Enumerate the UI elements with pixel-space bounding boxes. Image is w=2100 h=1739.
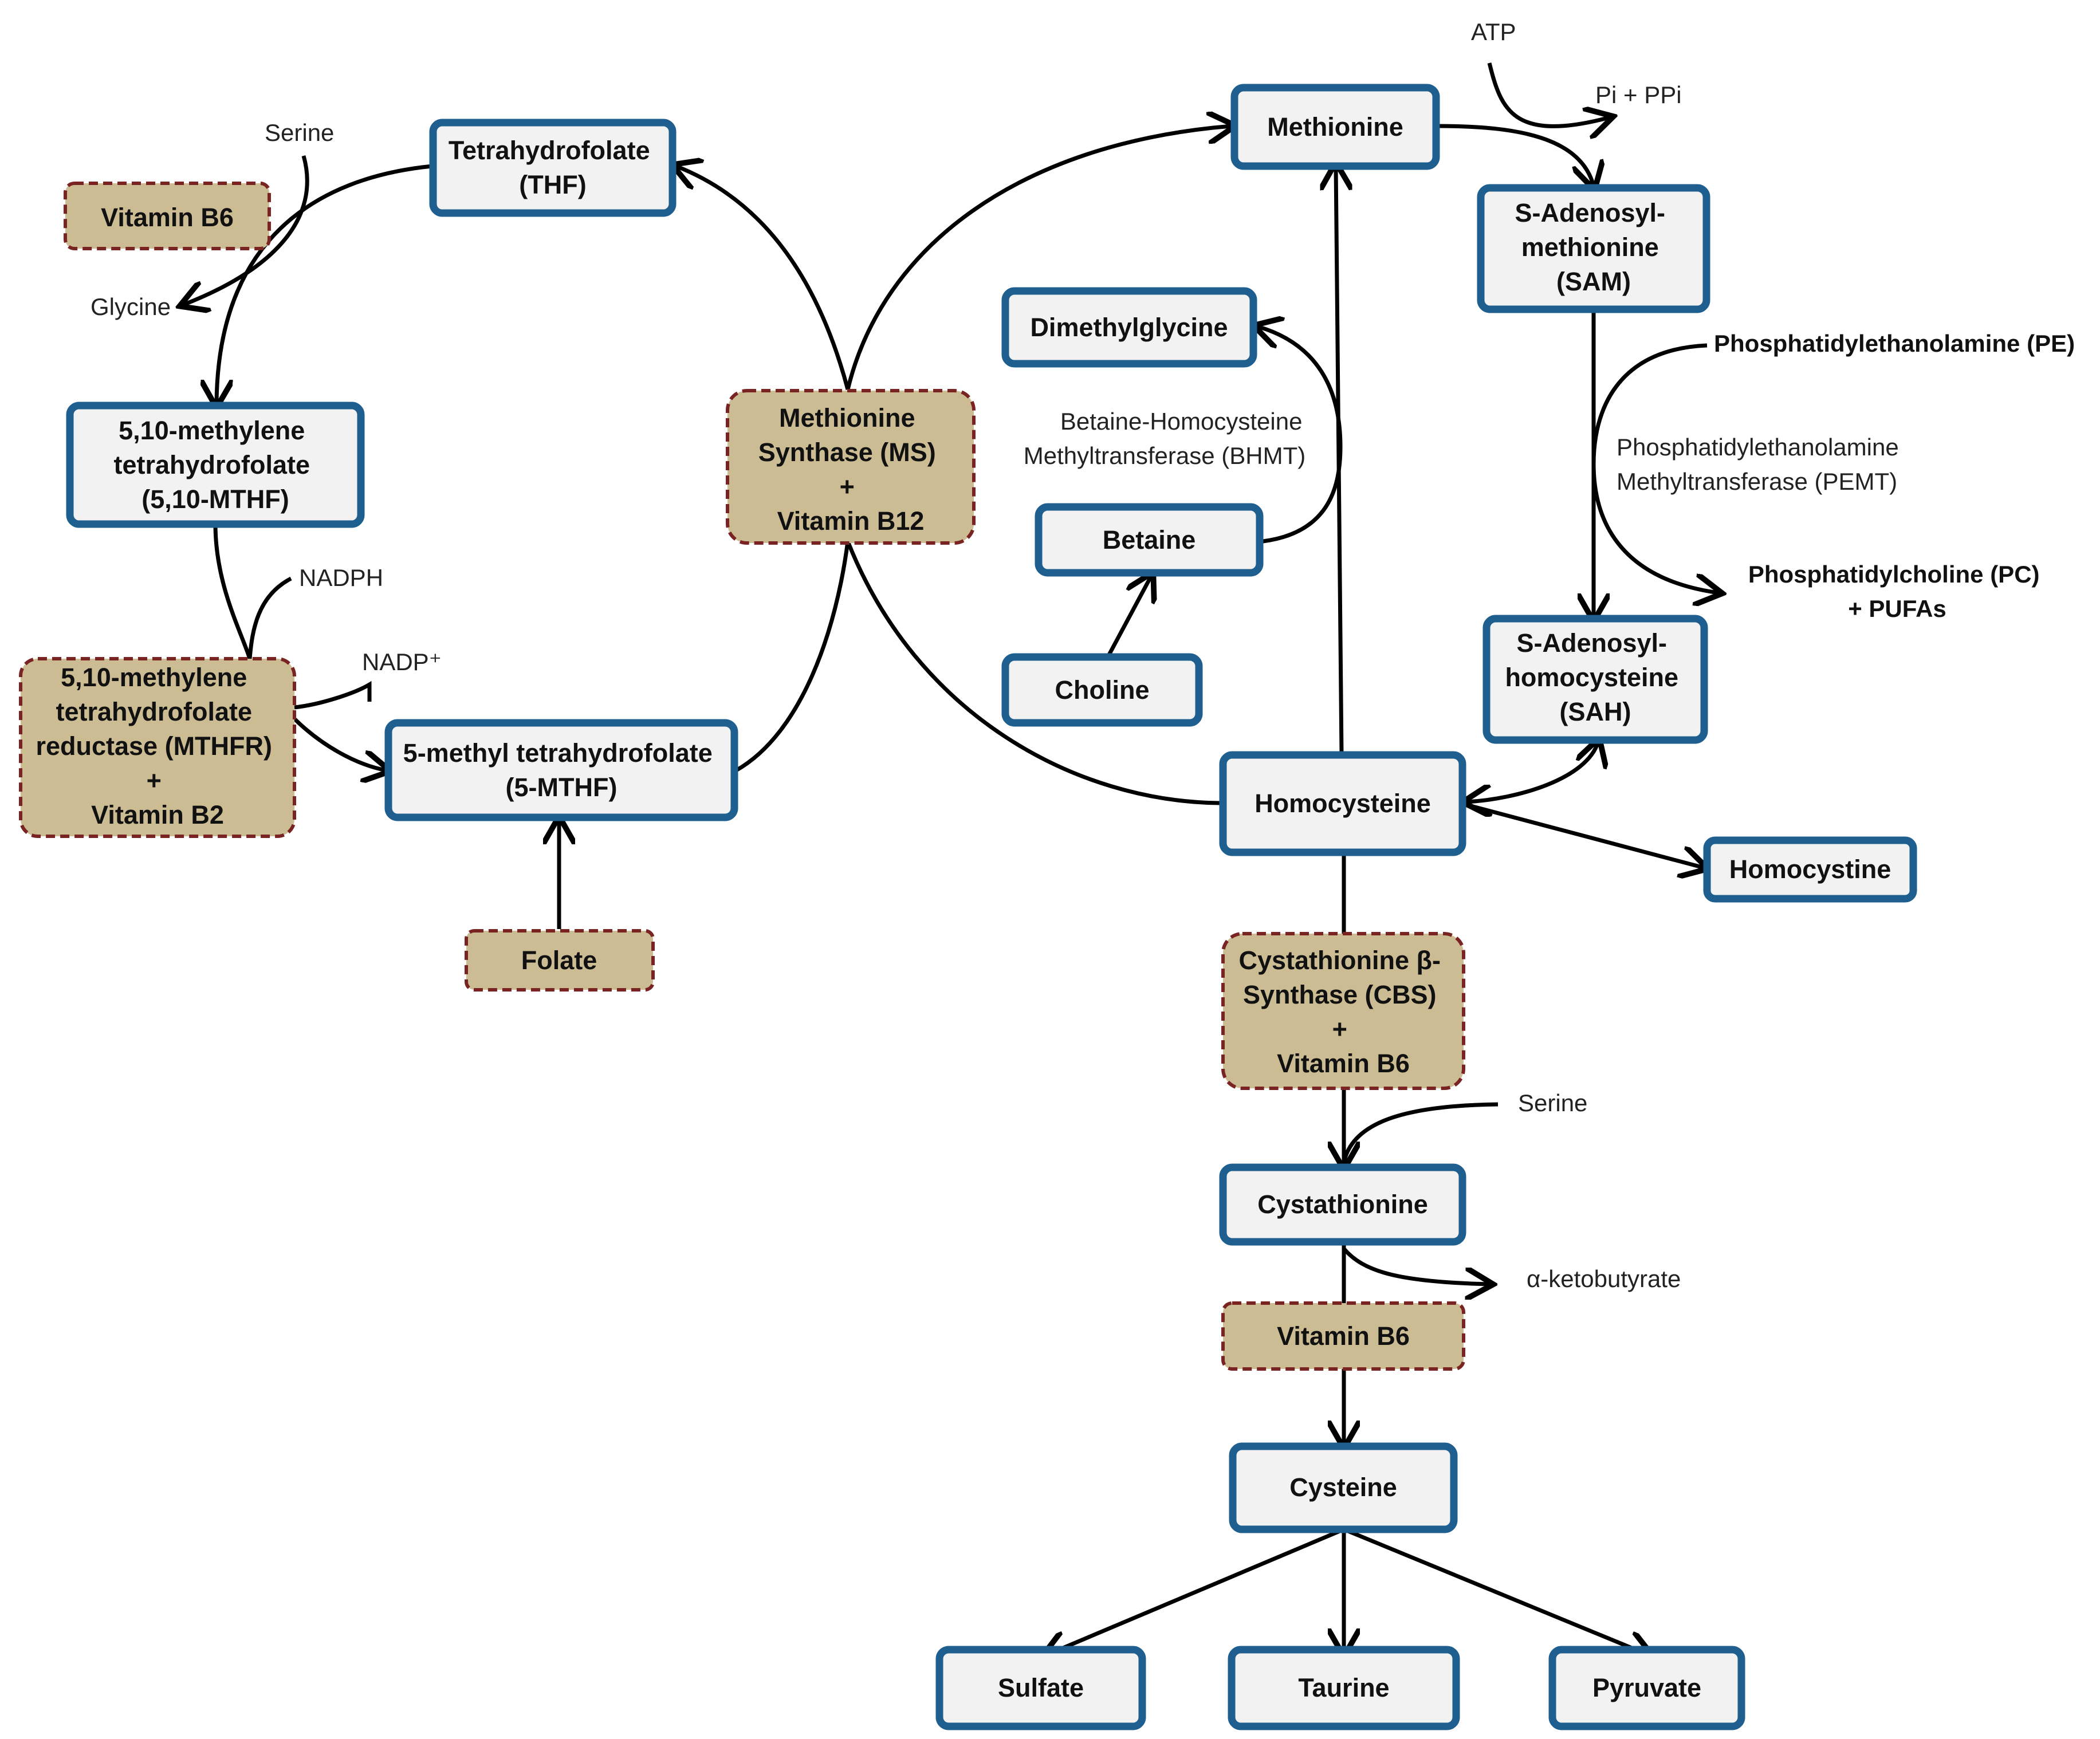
node-mthf5: 5-methyl tetrahydrofolate (5-MTHF) xyxy=(384,719,738,821)
node-vitamin-b6-bottom: Vitamin B6 xyxy=(1221,1301,1465,1371)
edge-atp-pippi xyxy=(1487,62,1610,126)
edge-thf-to-mthf510 xyxy=(217,164,433,404)
node-mthf-510: 5,10-methylene tetrahydrofolate (5,10-MT… xyxy=(66,402,365,528)
node-thf: Tetrahydrofolate (THF) xyxy=(429,119,677,217)
node-cystathionine: Cystathionine xyxy=(1219,1163,1466,1246)
node-vitamin-b6-left: Vitamin B6 xyxy=(64,182,271,250)
node-mthfr: 5,10-methylene tetrahydrofolate reductas… xyxy=(19,657,296,838)
edges xyxy=(183,62,1718,1655)
node-cbs: Cystathionine β- Synthase (CBS) + Vitami… xyxy=(1221,932,1465,1090)
label-nadph: NADPH xyxy=(299,564,383,591)
node-folate: Folate xyxy=(465,929,655,992)
node-choline-text: Choline xyxy=(1055,675,1150,705)
node-sulfate-text: Sulfate xyxy=(998,1673,1084,1702)
node-dimethylglycine-text: Dimethylglycine xyxy=(1030,313,1228,342)
edge-homocysteine-to-ms xyxy=(845,540,1221,805)
node-mthf5-text: 5-methyl tetrahydrofolate (5-MTHF) xyxy=(403,738,720,802)
node-cystathionine-text: Cystathionine xyxy=(1257,1190,1428,1219)
node-homocystine-text: Homocystine xyxy=(1729,855,1891,884)
node-taurine-text: Taurine xyxy=(1298,1673,1389,1702)
node-folate-text: Folate xyxy=(521,946,597,975)
edge-cysteine-to-sulfate xyxy=(1045,1527,1345,1655)
node-mthfr-text: 5,10-methylene tetrahydrofolate reductas… xyxy=(36,663,279,829)
node-cbs-text: Cystathionine β- Synthase (CBS) + Vitami… xyxy=(1238,946,1448,1078)
label-nadp: NADP⁺ xyxy=(362,648,442,675)
edge-serine-cystathionine xyxy=(1342,1102,1499,1163)
node-betaine: Betaine xyxy=(1035,503,1264,577)
label-glycine: Glycine xyxy=(91,293,171,320)
edge-ms-to-thf xyxy=(676,166,850,390)
node-methionine: Methionine xyxy=(1230,84,1440,170)
edge-pe-pc xyxy=(1591,343,1718,593)
node-cysteine: Cysteine xyxy=(1229,1442,1458,1533)
node-methionine-synthase-text: Methionine Synthase (MS) + Vitamin B12 xyxy=(758,403,943,536)
node-sam-text: S-Adenosyl- methionine (SAM) xyxy=(1515,198,1672,296)
node-homocysteine-text: Homocysteine xyxy=(1255,789,1431,818)
label-bhmt: Betaine-Homocysteine Methyltransferase (… xyxy=(1024,408,1309,469)
node-mthf-510-text: 5,10-methylene tetrahydrofolate (5,10-MT… xyxy=(113,416,317,514)
label-pi-ppi: Pi + PPi xyxy=(1595,81,1682,108)
edge-mthfr-to-mthf5 xyxy=(293,717,387,770)
edge-homocysteine-to-homocystine xyxy=(1466,802,1704,868)
edge-methionine-to-sam xyxy=(1437,124,1594,186)
node-betaine-text: Betaine xyxy=(1103,525,1196,554)
edge-ketobutyrate xyxy=(1342,1247,1489,1284)
edge-nadp xyxy=(294,680,372,710)
edge-choline-to-betaine xyxy=(1106,576,1151,657)
edge-cysteine-to-pyruvate xyxy=(1343,1527,1650,1655)
edge-mthf510-to-mthfr xyxy=(213,524,252,660)
label-serine-top: Serine xyxy=(265,119,334,146)
node-homocystine: Homocystine xyxy=(1703,836,1917,903)
edge-nadph xyxy=(247,576,292,659)
label-ketobutyrate: α-ketobutyrate xyxy=(1527,1265,1681,1292)
node-vitamin-b6-bottom-text: Vitamin B6 xyxy=(1277,1321,1410,1351)
node-dimethylglycine: Dimethylglycine xyxy=(1001,287,1257,368)
node-sah: S-Adenosyl- homocysteine (SAH) xyxy=(1482,615,1708,744)
node-taurine: Taurine xyxy=(1228,1646,1460,1730)
label-serine-bottom: Serine xyxy=(1518,1089,1587,1116)
label-atp: ATP xyxy=(1471,18,1516,45)
edge-betaine-to-dmg xyxy=(1257,326,1343,544)
edge-serine-glycine xyxy=(183,155,309,305)
node-pyruvate: Pyruvate xyxy=(1548,1646,1745,1730)
edge-mthf5-to-ms xyxy=(735,541,850,773)
node-vitamin-b6-left-text: Vitamin B6 xyxy=(101,203,234,232)
node-choline: Choline xyxy=(1001,653,1203,727)
node-homocysteine: Homocysteine xyxy=(1219,751,1466,856)
label-pc: Phosphatidylcholine (PC) + PUFAs xyxy=(1748,561,2046,622)
node-methionine-text: Methionine xyxy=(1267,112,1403,141)
node-sah-text: S-Adenosyl- homocysteine (SAH) xyxy=(1505,628,1685,726)
label-pemt: Phosphatidylethanolamine Methyltransfera… xyxy=(1617,434,1905,495)
node-methionine-synthase: Methionine Synthase (MS) + Vitamin B12 xyxy=(726,389,976,545)
node-sam: S-Adenosyl- methionine (SAM) xyxy=(1477,184,1710,313)
node-thf-text: Tetrahydrofolate (THF) xyxy=(449,136,657,199)
edge-sah-homocysteine xyxy=(1466,742,1598,802)
node-sulfate: Sulfate xyxy=(935,1646,1146,1730)
edge-ms-to-methionine xyxy=(845,126,1232,390)
node-cysteine-text: Cysteine xyxy=(1289,1473,1397,1502)
node-pyruvate-text: Pyruvate xyxy=(1592,1673,1701,1702)
label-pe: Phosphatidylethanolamine (PE) xyxy=(1714,330,2075,357)
